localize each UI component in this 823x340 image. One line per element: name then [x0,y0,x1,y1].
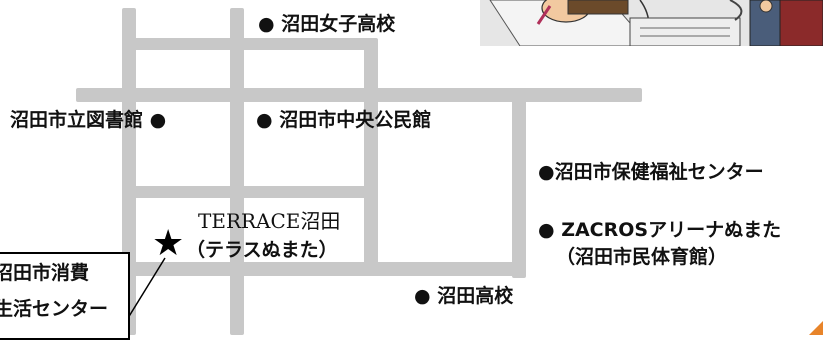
consumer-center-callout: 沼田市消費 生活センター [0,252,130,340]
road-vertical-4 [512,88,526,278]
landmark-health-welfare-center: ●沼田市保健福祉センター [538,161,764,183]
road-horizontal-main [76,88,642,102]
terrace-star-icon: ★ [152,223,185,264]
terrace-name-sub: （テラスぬまた） [186,239,338,261]
road-horizontal-top [122,38,378,50]
person-writing-illustration [480,0,823,46]
landmark-library: 沼田市立図書館 ● [10,109,167,131]
terrace-name: TERRACE沼田 [198,209,341,233]
landmark-central-hall: ● 沼田市中央公民館 [256,109,432,131]
landmark-zacros-arena: ● ZACROSアリーナぬまた [538,219,782,241]
landmark-numata-high: ● 沼田高校 [414,285,514,307]
road-horizontal-bottom [122,262,524,276]
landmark-zacros-arena-sub: （沼田市民体育館） [556,246,728,268]
corner-accent [809,321,823,335]
callout-line-1: 沼田市消費 [0,262,90,284]
road-horizontal-mid [122,186,378,198]
landmark-numata-girls-high: ● 沼田女子高校 [258,13,396,35]
callout-line-2: 生活センター [0,298,109,320]
